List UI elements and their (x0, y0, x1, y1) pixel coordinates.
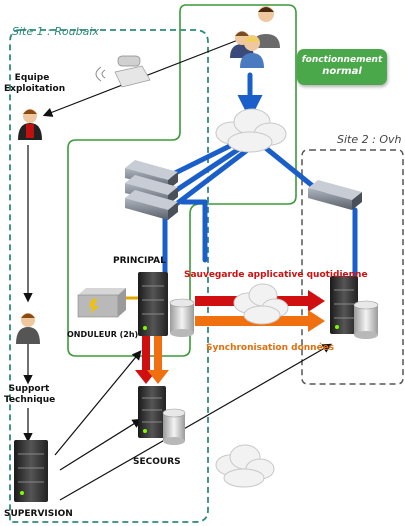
network-links (162, 72, 358, 283)
site1-border (9, 29, 209, 523)
server-icon (138, 386, 166, 438)
badge-line1: fonctionnement (301, 55, 383, 65)
database-icon (353, 300, 379, 339)
network-switch-icon (125, 190, 178, 220)
badge-line2: normal (322, 66, 362, 77)
equipe-line2: Exploitation (4, 84, 66, 94)
synchronisation-label: Synchronisation données (206, 343, 335, 353)
person-icon (18, 109, 42, 140)
site1-title: Site 1 : Roubaix (12, 25, 99, 38)
database-icon (162, 408, 186, 445)
flow-arrows (23, 39, 333, 501)
normal-operation-zone (67, 4, 297, 357)
database-icon (169, 298, 195, 337)
server-icon (14, 440, 48, 502)
cloud-icon (215, 444, 275, 488)
equipe-line1: Equipe (14, 73, 50, 83)
supervision-label: SUPERVISION (4, 509, 73, 519)
network-switch-icon (308, 180, 362, 210)
onduleur-label: ONDULEUR (2h) (67, 330, 139, 339)
cloud-icon (215, 108, 287, 153)
site2-title: Site 2 : Ovh (337, 133, 402, 146)
server-icon (138, 272, 168, 336)
secours-label: SECOURS (133, 457, 181, 467)
users-icon (230, 6, 280, 68)
support-person-icon (16, 313, 40, 344)
normal-operation-badge: fonctionnement normal (297, 49, 387, 85)
ups-icon (77, 288, 138, 318)
support-line1: Support (8, 384, 50, 394)
support-label: Support Technique (4, 384, 56, 406)
cloud-icon (233, 283, 289, 325)
equipe-label: Equipe Exploitation (4, 73, 66, 95)
principal-label: PRINCIPAL (113, 256, 166, 266)
server-icon (330, 276, 358, 334)
support-line2: Technique (4, 395, 56, 405)
site2-border (301, 149, 404, 385)
telephone-icon (95, 55, 151, 88)
sauvegarde-label: Sauvegarde applicative quotidienne (184, 270, 368, 280)
